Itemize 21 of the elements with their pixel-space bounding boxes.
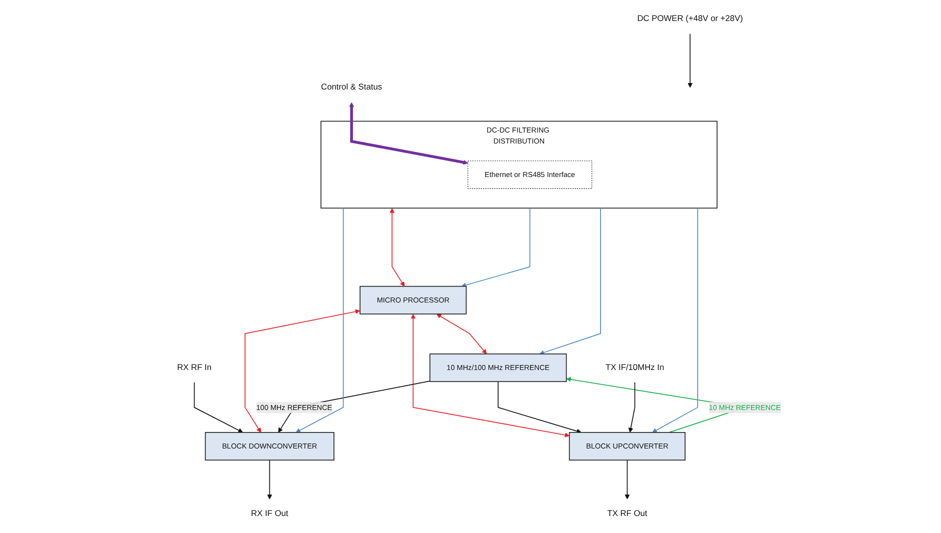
- arrow: [652, 208, 698, 433]
- node-text: RX RF In: [177, 362, 212, 372]
- arrow: [539, 208, 601, 355]
- arrow: [267, 460, 272, 500]
- arrow: [244, 309, 360, 433]
- arrow: [390, 208, 405, 287]
- node-text: Control & Status: [321, 82, 382, 92]
- arrow: [498, 381, 582, 434]
- arrow: [349, 102, 468, 165]
- arrow: [461, 208, 530, 288]
- arrow: [296, 208, 344, 433]
- node-text: DC POWER (+48V or +28V): [637, 14, 743, 24]
- arrow: [624, 460, 630, 500]
- arrow: [688, 33, 693, 88]
- arrow: [628, 382, 636, 433]
- node-text: TX RF Out: [607, 508, 648, 518]
- arrow: [436, 314, 487, 354]
- arrow: [194, 382, 244, 433]
- node-text: TX IF/10MHz In: [605, 362, 664, 372]
- node-text: RX IF Out: [251, 508, 288, 518]
- arrow: [410, 314, 570, 438]
